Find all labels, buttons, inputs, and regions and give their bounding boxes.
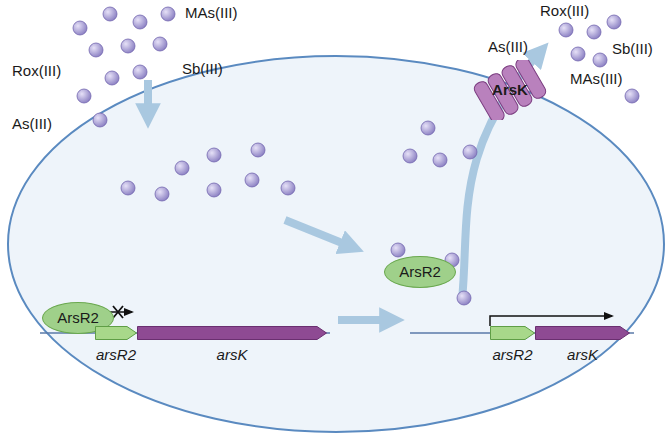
metalloid-dot [625,89,639,103]
gene-shape [490,326,535,340]
promoter-arrow [490,316,612,326]
metalloid-dot [89,43,103,57]
metalloid-dot [161,7,175,21]
metalloid-dot [77,89,91,103]
metalloid-dot [421,121,435,135]
metalloid-dot [153,37,167,51]
gene-outline [491,327,535,340]
metalloid-dot [207,148,221,162]
gene-arrow: arsK [137,326,327,340]
species-label: MAs(III) [185,4,238,21]
species-label: As(III) [488,38,528,55]
cell-membrane [8,56,664,432]
gene-shape [95,326,137,340]
gene-shape [137,326,327,340]
metalloid-dot [607,15,621,29]
species-label: Rox(III) [540,2,589,19]
metalloid-dots [73,7,639,305]
metalloid-dot [593,53,607,67]
species-label: As(III) [12,115,52,132]
channel-label: ArsK [492,81,528,98]
metalloid-dot [245,173,259,187]
metalloid-dot [103,7,117,21]
gene-arrow: arsK [535,326,630,340]
metalloid-dot [433,153,447,167]
efflux-channel: ArsK [462,60,558,120]
gene-shape [535,326,630,340]
metalloid-dot [93,113,107,127]
metalloid-dot [73,21,87,35]
metalloid-dot [403,149,417,163]
gene-name: arsK [567,346,598,363]
gene-outline [536,327,630,340]
metalloid-dot [175,161,189,175]
protein-label: ArsR2 [399,263,441,280]
metalloid-dot [281,181,295,195]
metalloid-dot [121,181,135,195]
metalloid-dot [155,187,169,201]
gene-name: arsR2 [492,346,532,363]
metalloid-dot [121,39,135,53]
metalloid-dot [251,143,265,157]
metalloid-dot [587,25,601,39]
metalloid-dot [463,145,477,159]
metalloid-dot [457,291,471,305]
metalloid-dot [571,47,585,61]
binding-arrow [285,220,352,247]
gene-arrow: arsR2 [490,326,535,340]
species-label: Rox(III) [12,62,61,79]
species-label: MAs(III) [570,70,623,87]
block-mark [113,306,123,318]
gene-name: arsK [217,346,248,363]
metalloid-dot [391,243,405,257]
repressor-protein: ArsR2 [384,256,456,288]
uptake-arrow [144,80,152,116]
gene-name: arsR2 [96,346,136,363]
metalloid-dot [559,23,573,37]
gene-outline [138,327,327,340]
metalloid-dot [105,71,119,85]
induction-arrow [338,316,392,324]
metalloid-dot [133,15,147,29]
efflux-arrow [462,52,540,300]
gene-outline [96,327,137,340]
metalloid-dot [133,65,147,79]
metalloid-dot [207,183,221,197]
species-label: Sb(III) [182,60,223,77]
species-label: Sb(III) [612,40,653,57]
protein-label: ArsR2 [57,309,99,326]
gene-arrow: arsR2 [95,326,137,340]
